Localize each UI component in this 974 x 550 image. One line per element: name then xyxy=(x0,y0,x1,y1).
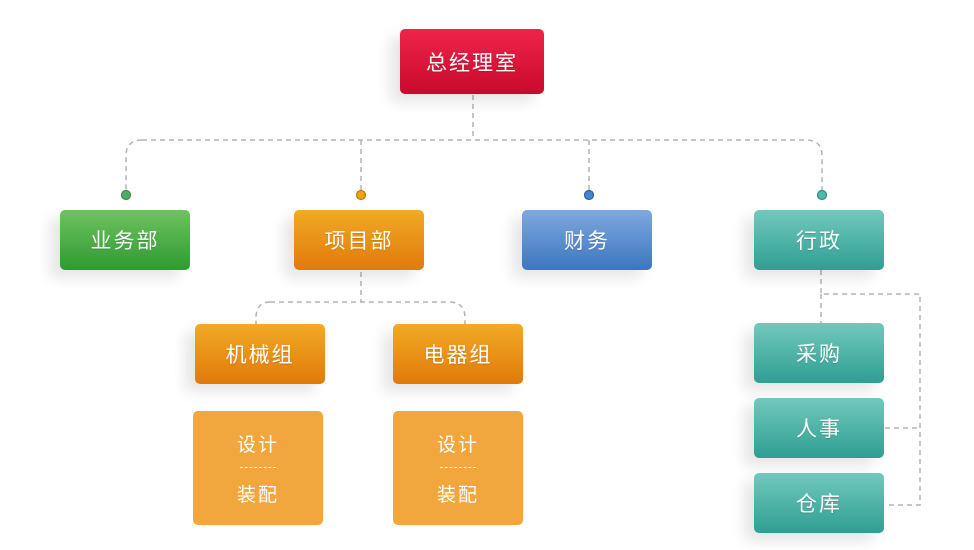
top-to-departments-line xyxy=(125,95,823,192)
group-label: 机械组 xyxy=(225,343,295,367)
admin-to-units-line xyxy=(820,270,921,506)
project-to-groups-line xyxy=(255,272,466,324)
task-assembly: 装配 xyxy=(236,483,279,506)
group-node-electrical: 电器组 xyxy=(393,324,523,384)
connector-dot-admin xyxy=(816,189,828,201)
admin-unit-warehouse: 仓库 xyxy=(754,473,884,533)
admin-unit-label: 人事 xyxy=(796,417,842,441)
dept-label: 项目部 xyxy=(324,229,394,253)
dept-label: 行政 xyxy=(796,229,842,253)
connector-dot-finance xyxy=(583,189,595,201)
admin-unit-label: 采购 xyxy=(796,342,842,366)
dept-node-finance: 财务 xyxy=(522,210,652,270)
task-divider xyxy=(440,466,476,468)
dept-label: 财务 xyxy=(564,229,610,253)
group-label: 电器组 xyxy=(423,343,493,367)
task-design: 设计 xyxy=(236,433,279,456)
task-design: 设计 xyxy=(436,433,479,456)
top-node-general-manager: 总经理室 xyxy=(400,29,544,94)
top-node-label: 总经理室 xyxy=(426,50,518,75)
connector-dot-sales xyxy=(120,189,132,201)
connector-dot-project xyxy=(355,189,367,201)
task-box-mechanical: 设计 装配 xyxy=(193,411,323,525)
admin-unit-label: 仓库 xyxy=(796,492,842,516)
admin-unit-hr: 人事 xyxy=(754,398,884,458)
group-node-mechanical: 机械组 xyxy=(195,324,325,384)
task-box-electrical: 设计 装配 xyxy=(393,411,523,525)
dept-label: 业务部 xyxy=(90,229,160,253)
dept-node-sales: 业务部 xyxy=(60,210,190,270)
dept-node-project: 项目部 xyxy=(294,210,424,270)
task-divider xyxy=(240,466,276,468)
dept-node-admin: 行政 xyxy=(754,210,884,270)
task-assembly: 装配 xyxy=(436,483,479,506)
admin-unit-purchasing: 采购 xyxy=(754,323,884,383)
